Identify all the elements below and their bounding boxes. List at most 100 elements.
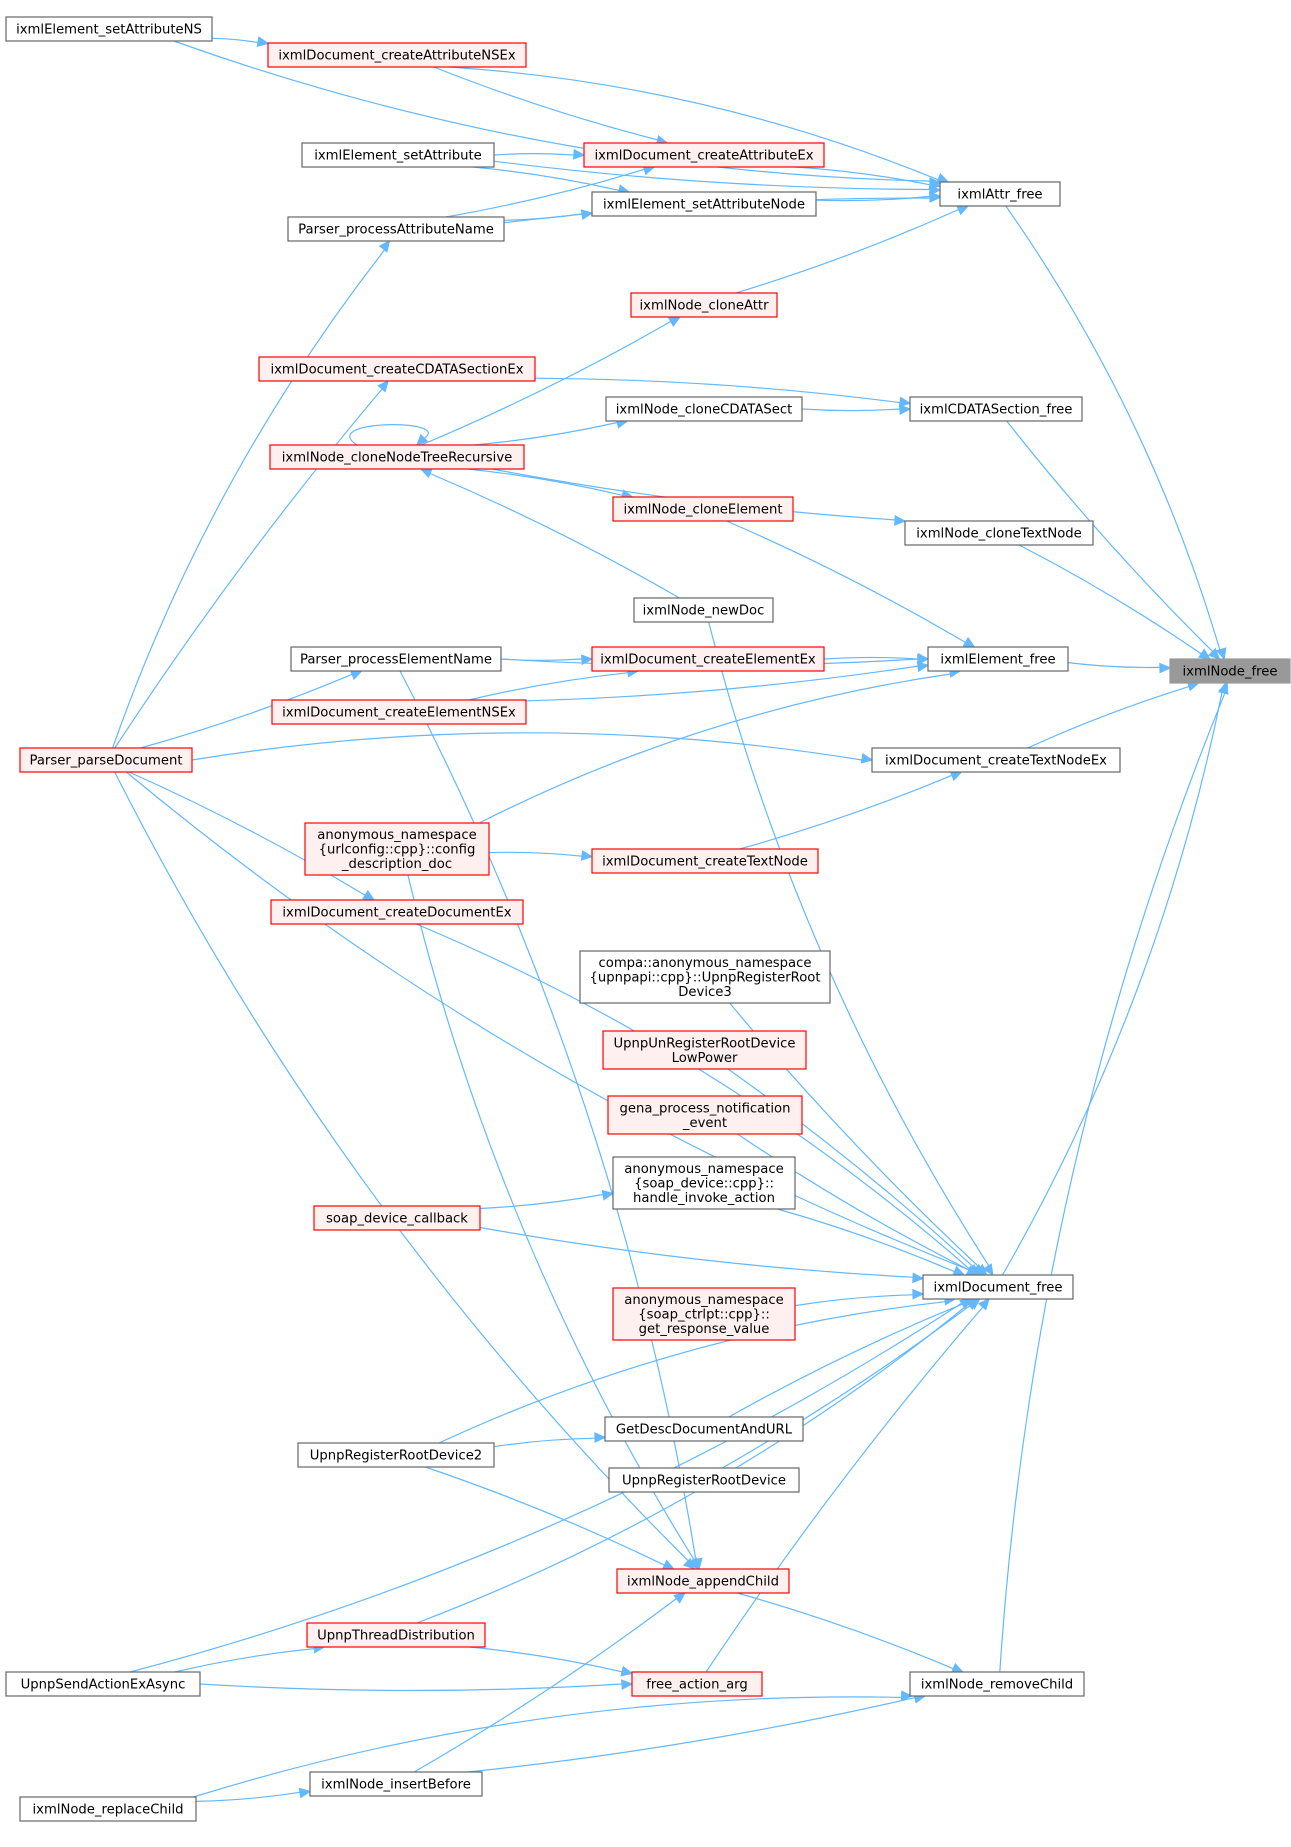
- edge-soap_dev_cb-to-doc_free: [479, 1226, 925, 1284]
- node-create-attr-ex[interactable]: ixmlDocument_createAttributeEx: [583, 142, 825, 168]
- node-reg-root2[interactable]: UpnpRegisterRootDevice2: [297, 1442, 495, 1468]
- node-label: ixmlNode_replaceChild: [33, 1803, 184, 1818]
- edge-parse_doc-to-create_doc_ex: [128, 771, 376, 901]
- node-clone-cdata[interactable]: ixmlNode_cloneCDATASect: [605, 396, 803, 422]
- node-label: _event: [682, 1116, 727, 1131]
- node-n-free[interactable]: ixmlNode_free: [1169, 658, 1291, 684]
- node-label: ixmlNode_cloneTextNode: [916, 527, 1082, 542]
- edge-reg_root2-to-get_desc: [493, 1432, 607, 1448]
- node-label: LowPower: [672, 1051, 738, 1066]
- edge-clone_tree-to-clone_elem: [467, 468, 634, 500]
- edge-replace_child-to-remove_child: [193, 1690, 914, 1798]
- node-doc-free[interactable]: ixmlDocument_free: [922, 1274, 1074, 1300]
- node-label: compa::anonymous_namespace: [599, 956, 812, 971]
- node-attr-free[interactable]: ixmlAttr_free: [939, 181, 1061, 207]
- edge-create_attr_nsex-to-create_attr_ex: [433, 66, 669, 146]
- node-label: _description_doc: [341, 857, 452, 872]
- edge-send_action_async-to-thread_dist: [174, 1642, 326, 1673]
- node-gena-notif[interactable]: gena_process_notification_event: [607, 1095, 803, 1135]
- edge-create_elem_nsex-to-elem_free: [525, 661, 930, 702]
- node-new-doc[interactable]: ixmlNode_newDoc: [633, 597, 774, 623]
- nodes-layer: ixmlNode_free ixmlAttr_free ixmlCDATASecti…: [5, 16, 1291, 1822]
- node-soap-dev-cb[interactable]: soap_device_callback: [313, 1205, 481, 1231]
- node-label: ixmlDocument_createTextNode: [602, 855, 808, 870]
- node-free-action-arg[interactable]: free_action_arg: [631, 1671, 763, 1697]
- node-label: anonymous_namespace: [624, 1162, 784, 1177]
- node-label: Parser_parseDocument: [29, 754, 182, 769]
- node-create-elem-nsex[interactable]: ixmlDocument_createElementNSEx: [271, 699, 527, 725]
- node-insert-before[interactable]: ixmlNode_insertBefore: [309, 1771, 483, 1797]
- node-label: ixmlElement_free: [940, 653, 1055, 668]
- node-clone-elem[interactable]: ixmlNode_cloneElement: [612, 496, 794, 522]
- node-proc-elem-name[interactable]: Parser_processElementName: [290, 646, 502, 672]
- edge-free_action_arg-to-doc_free: [705, 1297, 990, 1673]
- node-doc-ctn-ex[interactable]: ixmlDocument_createTextNodeEx: [871, 747, 1121, 773]
- node-anon-urlconfig[interactable]: anonymous_namespace{urlconfig::cpp}::con…: [304, 822, 490, 876]
- node-label: ixmlNode_cloneNodeTreeRecursive: [282, 451, 513, 466]
- edge-clone_cdata-to-cdata_free: [801, 404, 912, 416]
- node-reg-root[interactable]: UpnpRegisterRootDevice: [608, 1467, 800, 1493]
- node-compa-reg3[interactable]: compa::anonymous_namespace{upnpapi::cpp}…: [579, 950, 831, 1004]
- node-create-text-node[interactable]: ixmlDocument_createTextNode: [591, 848, 819, 874]
- node-anon-soap-dev[interactable]: anonymous_namespace{soap_device::cpp}::h…: [612, 1156, 796, 1210]
- node-create-doc-ex[interactable]: ixmlDocument_createDocumentEx: [270, 899, 524, 925]
- edge-send_action_async-to-doc_free: [129, 1298, 973, 1673]
- node-create-elem-ex[interactable]: ixmlDocument_createElementEx: [591, 646, 825, 672]
- edge-clone_text-to-n_free: [1018, 544, 1212, 660]
- edge-parse_doc-to-proc_attr_name: [112, 239, 391, 749]
- edge-anon_urlconfig-to-elem_free: [478, 667, 962, 824]
- node-label: UpnpRegisterRootDevice: [622, 1474, 786, 1489]
- node-label: ixmlNode_cloneCDATASect: [616, 403, 793, 418]
- edge-parse_doc-to-proc_elem_name: [140, 670, 363, 749]
- node-label: ixmlElement_setAttributeNS: [16, 23, 202, 38]
- node-label: soap_device_callback: [326, 1212, 468, 1227]
- edge-create_attr_ex-to-attr_free: [795, 166, 942, 190]
- node-set-attr[interactable]: ixmlElement_setAttribute: [301, 142, 495, 168]
- node-proc-attr-name[interactable]: Parser_processAttributeName: [287, 216, 505, 242]
- node-clone-attr[interactable]: ixmlNode_cloneAttr: [630, 292, 778, 318]
- node-label: {soap_ctrlpt::cpp}::: [638, 1308, 770, 1323]
- node-label: ixmlCDATASection_free: [920, 403, 1073, 418]
- edge-set_attr_node-to-attr_free: [815, 191, 942, 203]
- node-parse-doc[interactable]: Parser_parseDocument: [19, 747, 193, 773]
- edge-parse_doc-to-doc_free: [125, 771, 980, 1277]
- node-anon-soap-ctrl[interactable]: anonymous_namespace{soap_ctrlpt::cpp}::g…: [612, 1287, 796, 1341]
- node-set-attr-node[interactable]: ixmlElement_setAttributeNode: [591, 191, 817, 217]
- edge-remove_child-to-n_free: [999, 681, 1229, 1673]
- node-label: Parser_processElementName: [300, 653, 492, 668]
- node-replace-child[interactable]: ixmlNode_replaceChild: [19, 1796, 197, 1822]
- edge-set_attr-to-create_attr_ex: [493, 148, 586, 160]
- node-create-attr-nsex[interactable]: ixmlDocument_createAttributeNSEx: [267, 42, 527, 68]
- node-label: UpnpThreadDistribution: [317, 1629, 475, 1644]
- edge-attr_free-to-n_free: [1005, 205, 1227, 661]
- node-clone-tree[interactable]: ixmlNode_cloneNodeTreeRecursive: [269, 444, 525, 470]
- node-label: anonymous_namespace: [317, 828, 477, 843]
- node-label: ixmlDocument_free: [934, 1281, 1063, 1296]
- node-elem-free[interactable]: ixmlElement_free: [927, 646, 1069, 672]
- node-create-cdata[interactable]: ixmlDocument_createCDATASectionEx: [258, 356, 536, 382]
- node-label: ixmlElement_setAttribute: [314, 149, 482, 164]
- node-label: ixmlNode_free: [1183, 665, 1278, 680]
- edge-elem_free-to-n_free: [1067, 662, 1172, 674]
- node-set-attr-ns[interactable]: ixmlElement_setAttributeNS: [5, 16, 213, 42]
- node-label: ixmlNode_removeChild: [921, 1678, 1073, 1693]
- edge-set_attr_ns-to-create_attr_nsex: [211, 36, 270, 48]
- node-clone-text[interactable]: ixmlNode_cloneTextNode: [904, 520, 1094, 546]
- node-remove-child[interactable]: ixmlNode_removeChild: [909, 1671, 1085, 1697]
- node-get-desc[interactable]: GetDescDocumentAndURL: [604, 1416, 804, 1442]
- node-append-child[interactable]: ixmlNode_appendChild: [616, 1568, 790, 1594]
- edge-clone_tree-to-clone_tree: [349, 424, 429, 447]
- edge-replace_child-to-insert_before: [195, 1787, 312, 1802]
- node-label: handle_invoke_action: [633, 1191, 775, 1206]
- node-thread-dist[interactable]: UpnpThreadDistribution: [306, 1622, 486, 1648]
- node-send-action-async[interactable]: UpnpSendActionExAsync: [5, 1671, 201, 1697]
- node-cdata-free[interactable]: ixmlCDATASection_free: [909, 396, 1083, 422]
- node-label: {upnpapi::cpp}::UpnpRegisterRoot: [589, 971, 820, 986]
- node-label: UpnpRegisterRootDevice2: [310, 1449, 482, 1464]
- edge-parse_doc-to-create_cdata: [114, 379, 390, 749]
- edge-soap_dev_cb-to-anon_soap_dev: [479, 1189, 615, 1210]
- node-label: ixmlDocument_createElementEx: [600, 653, 816, 668]
- node-label: ixmlAttr_free: [957, 188, 1042, 203]
- edge-insert_before-to-append_child: [413, 1592, 687, 1773]
